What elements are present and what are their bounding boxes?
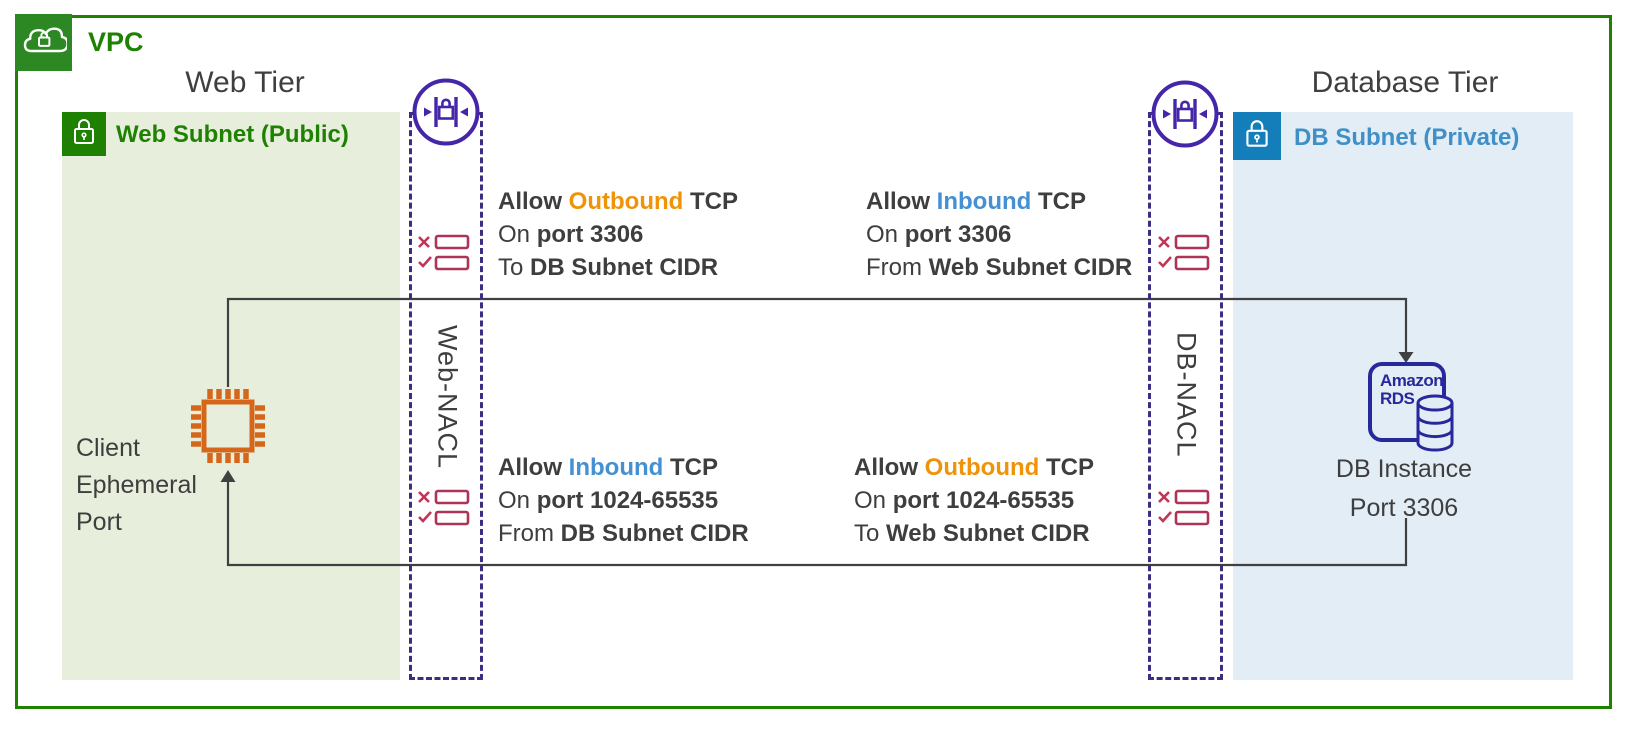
web-nacl-label: Web-NACL <box>432 324 463 470</box>
vpc-label: VPC <box>88 27 144 57</box>
cloud-lock-icon <box>21 20 69 65</box>
rule-line-allow: Allow Inbound TCP <box>866 188 1086 215</box>
rule-web-outbound: Allow Outbound TCP On port 3306 To DB Su… <box>498 185 738 284</box>
db-subnet-label: DB Subnet (Private) <box>1294 124 1520 151</box>
web-subnet-panel <box>62 112 400 680</box>
acl-rules-icon <box>1154 232 1212 274</box>
rule-line-allow: Allow Outbound TCP <box>854 454 1094 481</box>
db-subnet-panel <box>1233 112 1573 680</box>
padlock-icon <box>70 117 98 152</box>
rule-line-allow: Allow Outbound TCP <box>498 188 738 215</box>
database-cylinder-icon <box>1416 394 1454 452</box>
rule-line-allow: Allow Inbound TCP <box>498 454 718 481</box>
rds-brand-line1: Amazon <box>1380 371 1444 390</box>
rule-db-inbound: Allow Inbound TCP On port 3306 From Web … <box>866 185 1132 284</box>
client-ephemeral-port-label: Client Ephemeral Port <box>76 434 197 536</box>
client-instance-chip-icon <box>189 387 267 470</box>
vpc-boundary <box>15 15 1612 709</box>
rule-line-target: From Web Subnet CIDR <box>866 254 1133 281</box>
acl-rules-icon <box>414 232 472 274</box>
db-nacl-label: DB-NACL <box>1171 332 1202 458</box>
rule-line-port: On port 3306 <box>498 221 644 248</box>
database-tier-heading: Database Tier <box>1311 66 1499 99</box>
acl-rules-icon <box>1154 487 1212 529</box>
web-tier-heading: Web Tier <box>185 66 305 99</box>
rds-brand-line2: RDS <box>1380 389 1415 408</box>
db-instance-label: DB Instance <box>1335 455 1473 483</box>
network-acl-icon <box>412 78 480 146</box>
db-instance-caption: DB Instance Port 3306 <box>1304 450 1504 528</box>
rule-line-target: To DB Subnet CIDR <box>498 254 719 281</box>
acl-rules-icon <box>414 487 472 529</box>
amazon-rds-icon: Amazon RDS <box>1368 362 1454 452</box>
rule-line-target: From DB Subnet CIDR <box>498 520 749 547</box>
rule-web-inbound: Allow Inbound TCP On port 1024-65535 Fro… <box>498 451 749 550</box>
padlock-icon <box>1242 118 1272 155</box>
rule-line-target: To Web Subnet CIDR <box>854 520 1090 547</box>
web-subnet-lock-badge <box>62 112 106 156</box>
rule-line-port: On port 3306 <box>866 221 1012 248</box>
vpc-badge <box>15 14 72 71</box>
web-subnet-label: Web Subnet (Public) <box>116 121 349 148</box>
rule-line-port: On port 1024-65535 <box>854 487 1075 514</box>
network-acl-icon <box>1151 80 1219 148</box>
db-port-label: Port 3306 <box>1349 494 1459 522</box>
db-subnet-lock-badge <box>1233 112 1281 160</box>
rule-db-outbound: Allow Outbound TCP On port 1024-65535 To… <box>854 451 1094 550</box>
rule-line-port: On port 1024-65535 <box>498 487 719 514</box>
